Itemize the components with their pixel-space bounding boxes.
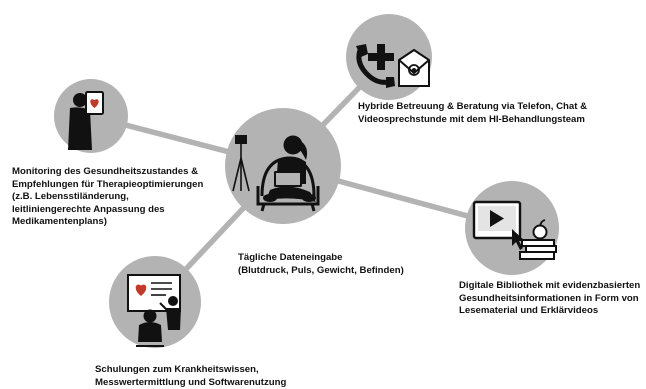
training-label: Schulungen zum Krankheitswissen, Messwer… [95, 364, 286, 389]
library-label-line: Lesematerial und Erklärvideos [459, 305, 599, 317]
hybrid-care-label-line: Videosprechstunde mit dem HI-Behandlungs… [358, 113, 585, 125]
person-with-tablet-icon [68, 91, 104, 150]
monitoring-label-line: Monitoring des Gesundheitszustandes & [12, 166, 199, 177]
person-with-laptop-icon [232, 135, 320, 212]
monitoring-label-line: (z.B. Lebensstiländerung, [12, 191, 129, 203]
training-label-line: Messwertermittlung und Softwarenutzung [95, 376, 287, 388]
library-label: Digitale Bibliothek mit evidenzbasierten… [459, 280, 640, 318]
training-label-line: Schulungen zum Krankheitswissen, [95, 364, 259, 375]
library-label-line: Gesundheitsinformationen in Form von [459, 292, 639, 304]
center-label-line: Tägliche Dateneingabe [238, 252, 343, 263]
library-label-line: Digitale Bibliothek mit evidenzbasierten [459, 280, 641, 291]
presentation-icon [127, 274, 181, 347]
monitoring-label-line: leitliniengerechte Anpassung des [12, 203, 165, 215]
video-books-icon [472, 200, 557, 260]
hybrid-care-label: Hybride Betreuung & Beratung via Telefon… [358, 101, 587, 126]
center-label: Tägliche Dateneingabe (Blutdruck, Puls, … [238, 252, 404, 277]
monitoring-label: Monitoring des Gesundheitszustandes & Em… [12, 166, 203, 229]
center-label-line: (Blutdruck, Puls, Gewicht, Befinden) [238, 264, 404, 276]
monitoring-label-line: Medikamentenplans) [12, 216, 107, 228]
monitoring-label-line: Empfehlungen für Therapieoptimierungen [12, 178, 204, 190]
phone-plus-mail-icon [356, 44, 430, 88]
hybrid-care-label-line: Hybride Betreuung & Beratung via Telefon… [358, 101, 588, 112]
